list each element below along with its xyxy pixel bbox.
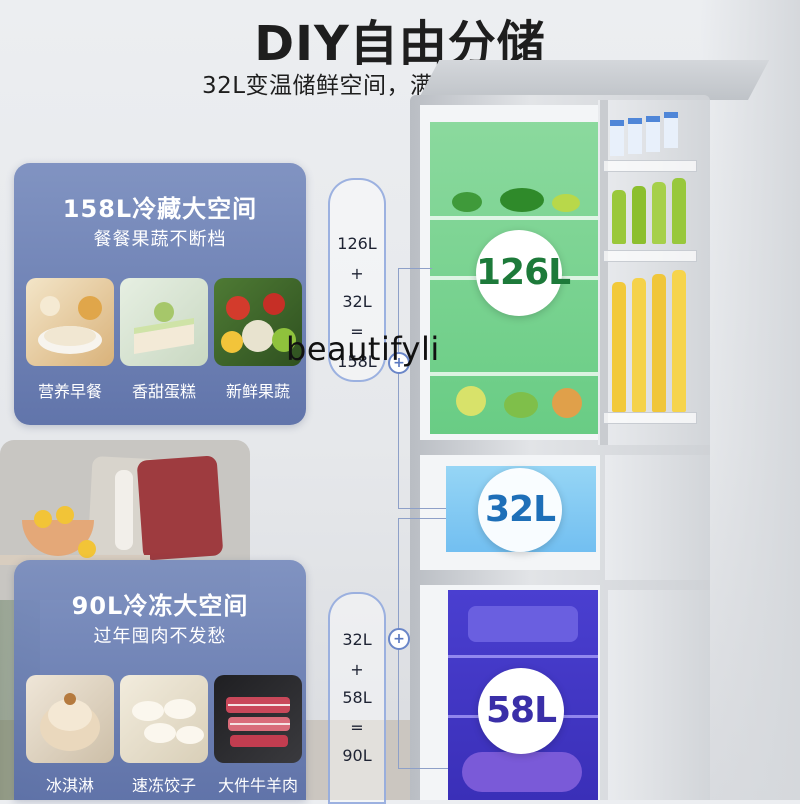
breakfast-photo: [26, 278, 114, 366]
connector-line: [398, 768, 448, 769]
vegetables-label: 新鲜果蔬: [225, 382, 290, 401]
bottle: [672, 270, 686, 412]
vase-decor: [115, 470, 133, 550]
bottle: [672, 178, 686, 244]
capacity-equation-top: 126L + 32L = 158L: [328, 178, 386, 382]
ice-cream-photo: [26, 675, 114, 763]
refrigerator-capacity-badge: 126L: [476, 230, 571, 316]
cake-icon: [134, 302, 194, 354]
dumplings-label: 速冻饺子: [131, 776, 196, 795]
meat-label: 大件牛羊肉: [217, 776, 298, 795]
frozen-food: [462, 752, 582, 792]
vegetables-icon: [221, 293, 296, 353]
ice-cream-label: 冰淇淋: [45, 776, 94, 795]
cake-label: 香甜蛋糕: [131, 382, 196, 401]
ice-cream-icon: [40, 693, 100, 751]
milk-carton: [610, 120, 624, 156]
equation-result: 158L: [337, 352, 377, 371]
refrigerator-panel-title: 158L冷藏大空间: [62, 195, 258, 223]
fridge-shelf: [430, 216, 598, 220]
freezer-info-panel: 90L冷冻大空间 过年囤肉不发愁 冰淇淋 速冻饺子 大件牛羊肉: [14, 560, 306, 800]
fridge-shelf: [430, 372, 598, 376]
freezer-panel-title: 90L冷冻大空间: [71, 592, 249, 620]
equation-operator: =: [350, 322, 364, 341]
equation-term: 126L: [337, 234, 377, 253]
cake-photo: [120, 278, 208, 366]
bottle: [652, 274, 666, 412]
variable-temp-door: [605, 455, 710, 580]
milk-carton: [628, 118, 642, 154]
meat-photo: [214, 675, 302, 763]
lemon-fruit: [34, 510, 52, 528]
equation-operator: +: [350, 660, 364, 679]
vegetable: [500, 188, 544, 212]
refrigerator-info-panel: 158L冷藏大空间 餐餐果蔬不断档 营养早餐 香甜蛋糕 新鲜果蔬: [14, 163, 306, 425]
variable-temp-capacity-badge: 32L: [478, 468, 562, 552]
milk-carton: [646, 116, 660, 152]
lemon-fruit: [56, 506, 74, 524]
meat-icon: [226, 697, 290, 747]
connector-line: [398, 268, 432, 269]
connector-line: [398, 268, 399, 508]
plus-icon: +: [388, 628, 410, 650]
breakfast-label: 营养早餐: [37, 382, 102, 401]
bottle: [612, 282, 626, 412]
connector-line: [398, 518, 446, 519]
door-bin: [603, 250, 697, 262]
bottle: [632, 278, 646, 412]
fruit: [552, 388, 582, 418]
cushion-red: [136, 455, 224, 561]
equation-term: 58L: [342, 688, 372, 707]
dumplings-icon: [132, 699, 204, 744]
freezer-panel-subtitle: 过年囤肉不发愁: [93, 626, 227, 647]
door-bin: [603, 412, 697, 424]
frozen-food: [468, 606, 578, 642]
vegetable: [452, 192, 482, 212]
equation-operator: =: [350, 718, 364, 737]
bottle: [652, 182, 666, 244]
watermark-text: beautifyli: [286, 330, 440, 368]
dumplings-photo: [120, 675, 208, 763]
vegetable: [552, 194, 580, 212]
equation-term: 32L: [342, 292, 372, 311]
equation-term: 32L: [342, 630, 372, 649]
fridge-top: [418, 60, 770, 100]
lemon-fruit: [78, 540, 96, 558]
refrigerator-panel-subtitle: 餐餐果蔬不断档: [93, 229, 227, 250]
fruit: [504, 392, 538, 418]
bottle: [612, 190, 626, 244]
plus-icon: +: [388, 352, 410, 374]
equation-result: 90L: [342, 746, 372, 765]
breakfast-icon: [38, 296, 102, 354]
freezer-door: [608, 590, 710, 800]
capacity-equation-bottom: 32L + 58L = 90L: [328, 592, 386, 804]
bottle: [632, 186, 646, 244]
milk-carton: [664, 112, 678, 148]
equation-operator: +: [350, 264, 364, 283]
fruit: [456, 386, 486, 416]
connector-line: [398, 508, 446, 509]
vegetables-photo: [214, 278, 302, 366]
door-edge: [600, 100, 608, 445]
wall-shadow: [700, 0, 800, 800]
freezer-capacity-badge: 58L: [478, 668, 564, 754]
door-bin: [603, 160, 697, 172]
freezer-drawer: [448, 655, 598, 658]
